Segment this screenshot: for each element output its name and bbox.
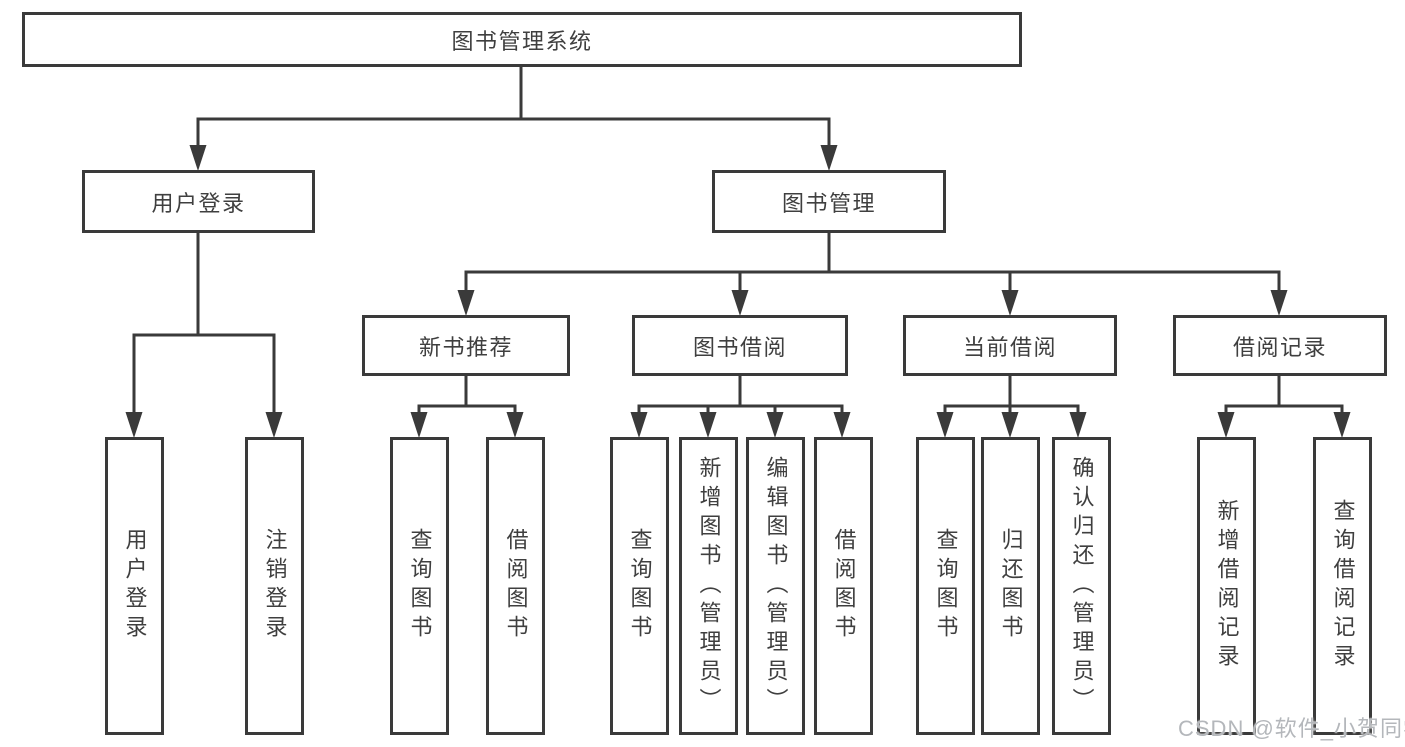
node-borrow-records-label: 借阅记录 (1232, 334, 1327, 360)
leaf-borrow-books-label: 借阅图书 (831, 528, 857, 644)
node-user-login: 用户登录 (82, 170, 315, 233)
leaf-return-books-label: 归还图书 (998, 528, 1024, 644)
leaf-query-books-borrow-label: 查询图书 (627, 528, 653, 644)
node-root-label: 图书管理系统 (451, 28, 593, 54)
leaf-add-books-admin: 新增图书（管理员） (679, 437, 738, 735)
arrow-down-icon (936, 412, 954, 438)
leaf-add-books-admin-label: 新增图书（管理员） (696, 455, 722, 717)
node-current-borrow-label: 当前借阅 (962, 334, 1057, 360)
arrow-down-icon (1217, 412, 1235, 438)
leaf-borrow-books-recommend-label: 借阅图书 (503, 528, 529, 644)
leaf-query-books-recommend: 查询图书 (390, 437, 449, 735)
arrow-down-icon (1001, 290, 1019, 316)
connector-current-borrow-to-leaves (936, 376, 1087, 438)
leaf-confirm-return-admin: 确认归还（管理员） (1052, 437, 1111, 735)
leaf-logout-label: 注销登录 (262, 528, 288, 644)
leaf-query-books-current-label: 查询图书 (933, 528, 959, 644)
arrow-down-icon (457, 290, 475, 316)
connector-book-borrow-to-leaves (630, 376, 851, 438)
arrow-down-icon (766, 412, 784, 438)
connector-book-management-to-level3 (457, 233, 1288, 316)
leaf-query-books-current: 查询图书 (916, 437, 975, 735)
arrow-down-icon (1333, 412, 1351, 438)
connector-user-login-to-leaves (125, 233, 283, 438)
csdn-watermark: CSDN @软件_小贺同学 (1178, 716, 1405, 741)
node-user-login-label: 用户登录 (151, 190, 246, 216)
node-book-borrow: 图书借阅 (632, 315, 848, 376)
connector-borrow-records-to-leaves (1217, 376, 1351, 438)
arrow-down-icon (265, 412, 283, 438)
arrow-down-icon (410, 412, 428, 438)
connector-new-book-to-leaves (410, 376, 524, 438)
leaf-edit-books-admin: 编辑图书（管理员） (746, 437, 805, 735)
leaf-user-login: 用户登录 (105, 437, 164, 735)
arrow-down-icon (833, 412, 851, 438)
node-book-management-label: 图书管理 (781, 190, 876, 216)
arrow-down-icon (731, 290, 749, 316)
node-new-book-recommend-label: 新书推荐 (418, 334, 513, 360)
node-book-borrow-label: 图书借阅 (692, 334, 787, 360)
node-current-borrow: 当前借阅 (903, 315, 1117, 376)
leaf-add-borrow-record-label: 新增借阅记录 (1214, 499, 1240, 673)
leaf-query-books-borrow: 查询图书 (610, 437, 669, 735)
leaf-query-books-recommend-label: 查询图书 (407, 528, 433, 644)
arrow-down-icon (189, 145, 207, 171)
leaf-borrow-books-recommend: 借阅图书 (486, 437, 545, 735)
arrow-down-icon (699, 412, 717, 438)
leaf-borrow-books: 借阅图书 (814, 437, 873, 735)
leaf-logout: 注销登录 (245, 437, 304, 735)
connector-root-to-level2 (189, 67, 838, 171)
arrow-down-icon (125, 412, 143, 438)
leaf-add-borrow-record: 新增借阅记录 (1197, 437, 1256, 735)
leaf-query-borrow-record: 查询借阅记录 (1313, 437, 1372, 735)
node-book-management: 图书管理 (712, 170, 946, 233)
leaf-return-books: 归还图书 (981, 437, 1040, 735)
leaf-confirm-return-admin-label: 确认归还（管理员） (1069, 455, 1095, 717)
leaf-user-login-label: 用户登录 (122, 528, 148, 644)
node-borrow-records: 借阅记录 (1173, 315, 1387, 376)
arrow-down-icon (1270, 290, 1288, 316)
leaf-edit-books-admin-label: 编辑图书（管理员） (763, 455, 789, 717)
arrow-down-icon (1001, 412, 1019, 438)
arrow-down-icon (820, 145, 838, 171)
node-new-book-recommend: 新书推荐 (362, 315, 570, 376)
arrow-down-icon (1069, 412, 1087, 438)
leaf-query-borrow-record-label: 查询借阅记录 (1330, 499, 1356, 673)
node-root: 图书管理系统 (22, 12, 1022, 67)
arrow-down-icon (630, 412, 648, 438)
arrow-down-icon (506, 412, 524, 438)
